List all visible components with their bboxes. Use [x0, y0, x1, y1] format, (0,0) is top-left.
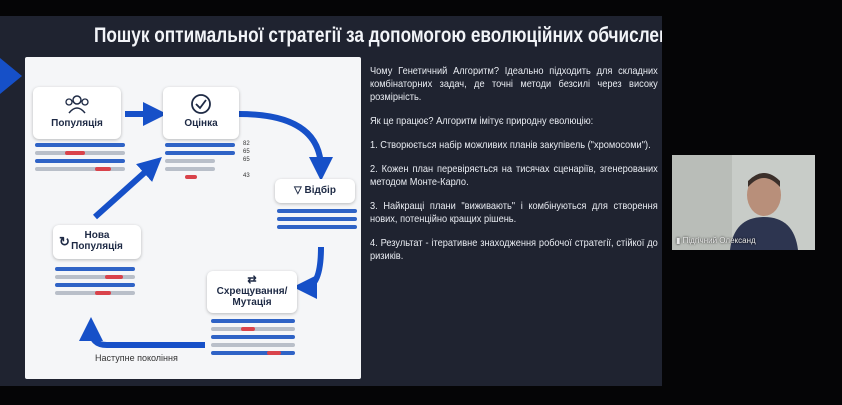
- chromosome-bar: [35, 143, 125, 147]
- next-generation-label: Наступне покоління: [95, 353, 178, 363]
- selected-bar: [277, 209, 357, 213]
- offspring-bar: [211, 343, 295, 347]
- shuffle-icon: ⇄: [247, 274, 257, 286]
- filter-icon: ▽: [294, 185, 302, 196]
- node-evaluation-label: Оцінка: [184, 118, 218, 129]
- chromosome-gene: [105, 275, 123, 279]
- step-3: 3. Найкращі плани "виживають" і комбіную…: [370, 200, 658, 225]
- score-value: 65: [243, 157, 250, 163]
- selected-bar: [277, 217, 357, 221]
- node-crossover: ⇄ Схрещування/ Мутація: [207, 271, 297, 313]
- node-new-population-label-2: Популяція: [71, 241, 123, 252]
- node-population: Популяція: [33, 87, 121, 139]
- node-selection: ▽ Відбір: [275, 179, 355, 203]
- step-2: 2. Кожен план перевіряється на тисячах с…: [370, 163, 658, 188]
- node-crossover-label-1: Схрещування/: [216, 286, 288, 297]
- offspring-bar: [211, 335, 295, 339]
- arrow-selection-crossover: [293, 246, 324, 299]
- offspring-bar: [211, 351, 295, 355]
- offspring-gene: [241, 327, 255, 331]
- ga-diagram: Популяція Оцінка 82 65 65: [25, 57, 361, 379]
- participant-name-text: Підгічний Олександ: [682, 236, 756, 245]
- paragraph-why: Чому Генетичний Алгоритм? Ідеально підхо…: [370, 65, 658, 103]
- chromosome-bar: [55, 267, 135, 271]
- slide-accent-tab: [0, 58, 22, 94]
- chromosome-gene: [95, 291, 111, 295]
- new-population-bars: [55, 267, 135, 307]
- score-bar: [165, 151, 235, 155]
- selected-bar: [277, 225, 357, 229]
- check-badge-icon: [191, 94, 211, 114]
- arrow-evaluation-selection: [238, 111, 333, 181]
- chromosome-gene: [65, 151, 85, 155]
- score-bar: [165, 159, 215, 163]
- score-bar: [165, 167, 215, 171]
- chromosome-bar: [35, 167, 125, 171]
- node-new-population-label-1: Нова: [84, 230, 110, 241]
- diagram-arrows: [79, 102, 333, 348]
- node-new-population: ↻ Нова Популяція: [53, 225, 141, 259]
- node-evaluation: Оцінка: [163, 87, 239, 139]
- population-bars: [35, 143, 125, 183]
- score-bar: [165, 143, 235, 147]
- score-value: 43: [243, 173, 250, 179]
- node-selection-label: Відбір: [304, 185, 336, 196]
- selection-bars: [277, 209, 357, 233]
- chromosome-bar: [35, 159, 125, 163]
- chromosome-bar: [55, 283, 135, 287]
- shared-slide: Пошук оптимальної стратегії за допомогою…: [0, 16, 662, 386]
- node-crossover-label-2: Мутація: [232, 297, 272, 308]
- arrow-next-generation: [79, 317, 205, 348]
- evaluation-bars: 82 65 65 43: [165, 141, 255, 187]
- slide-text: Чому Генетичний Алгоритм? Ідеально підхо…: [370, 65, 658, 274]
- score-value: 65: [243, 149, 250, 155]
- slide-title: Пошук оптимальної стратегії за допомогою…: [94, 24, 662, 47]
- offspring-bar: [211, 319, 295, 323]
- signal-icon: ▮: [676, 236, 681, 245]
- offspring-gene: [267, 351, 281, 355]
- chromosome-bar: [55, 275, 135, 279]
- score-value: 82: [243, 141, 250, 147]
- node-population-label: Популяція: [51, 118, 103, 129]
- participant-video[interactable]: [672, 155, 815, 250]
- paragraph-how: Як це працює? Алгоритм імітує природну е…: [370, 115, 594, 127]
- refresh-icon: ↻: [59, 234, 70, 249]
- step-4: 4. Результат - ітеративне знаходження ро…: [370, 237, 658, 262]
- score-bar: [185, 175, 197, 179]
- participant-silhouette: [672, 155, 815, 250]
- people-icon: [65, 95, 89, 114]
- arrow-newpop-evaluation: [92, 156, 162, 220]
- chromosome-gene: [95, 167, 111, 171]
- step-1: 1. Створюється набір можливих планів зак…: [370, 139, 651, 151]
- crossover-bars: [211, 319, 295, 363]
- participant-name: ▮ Підгічний Олександ: [676, 236, 756, 245]
